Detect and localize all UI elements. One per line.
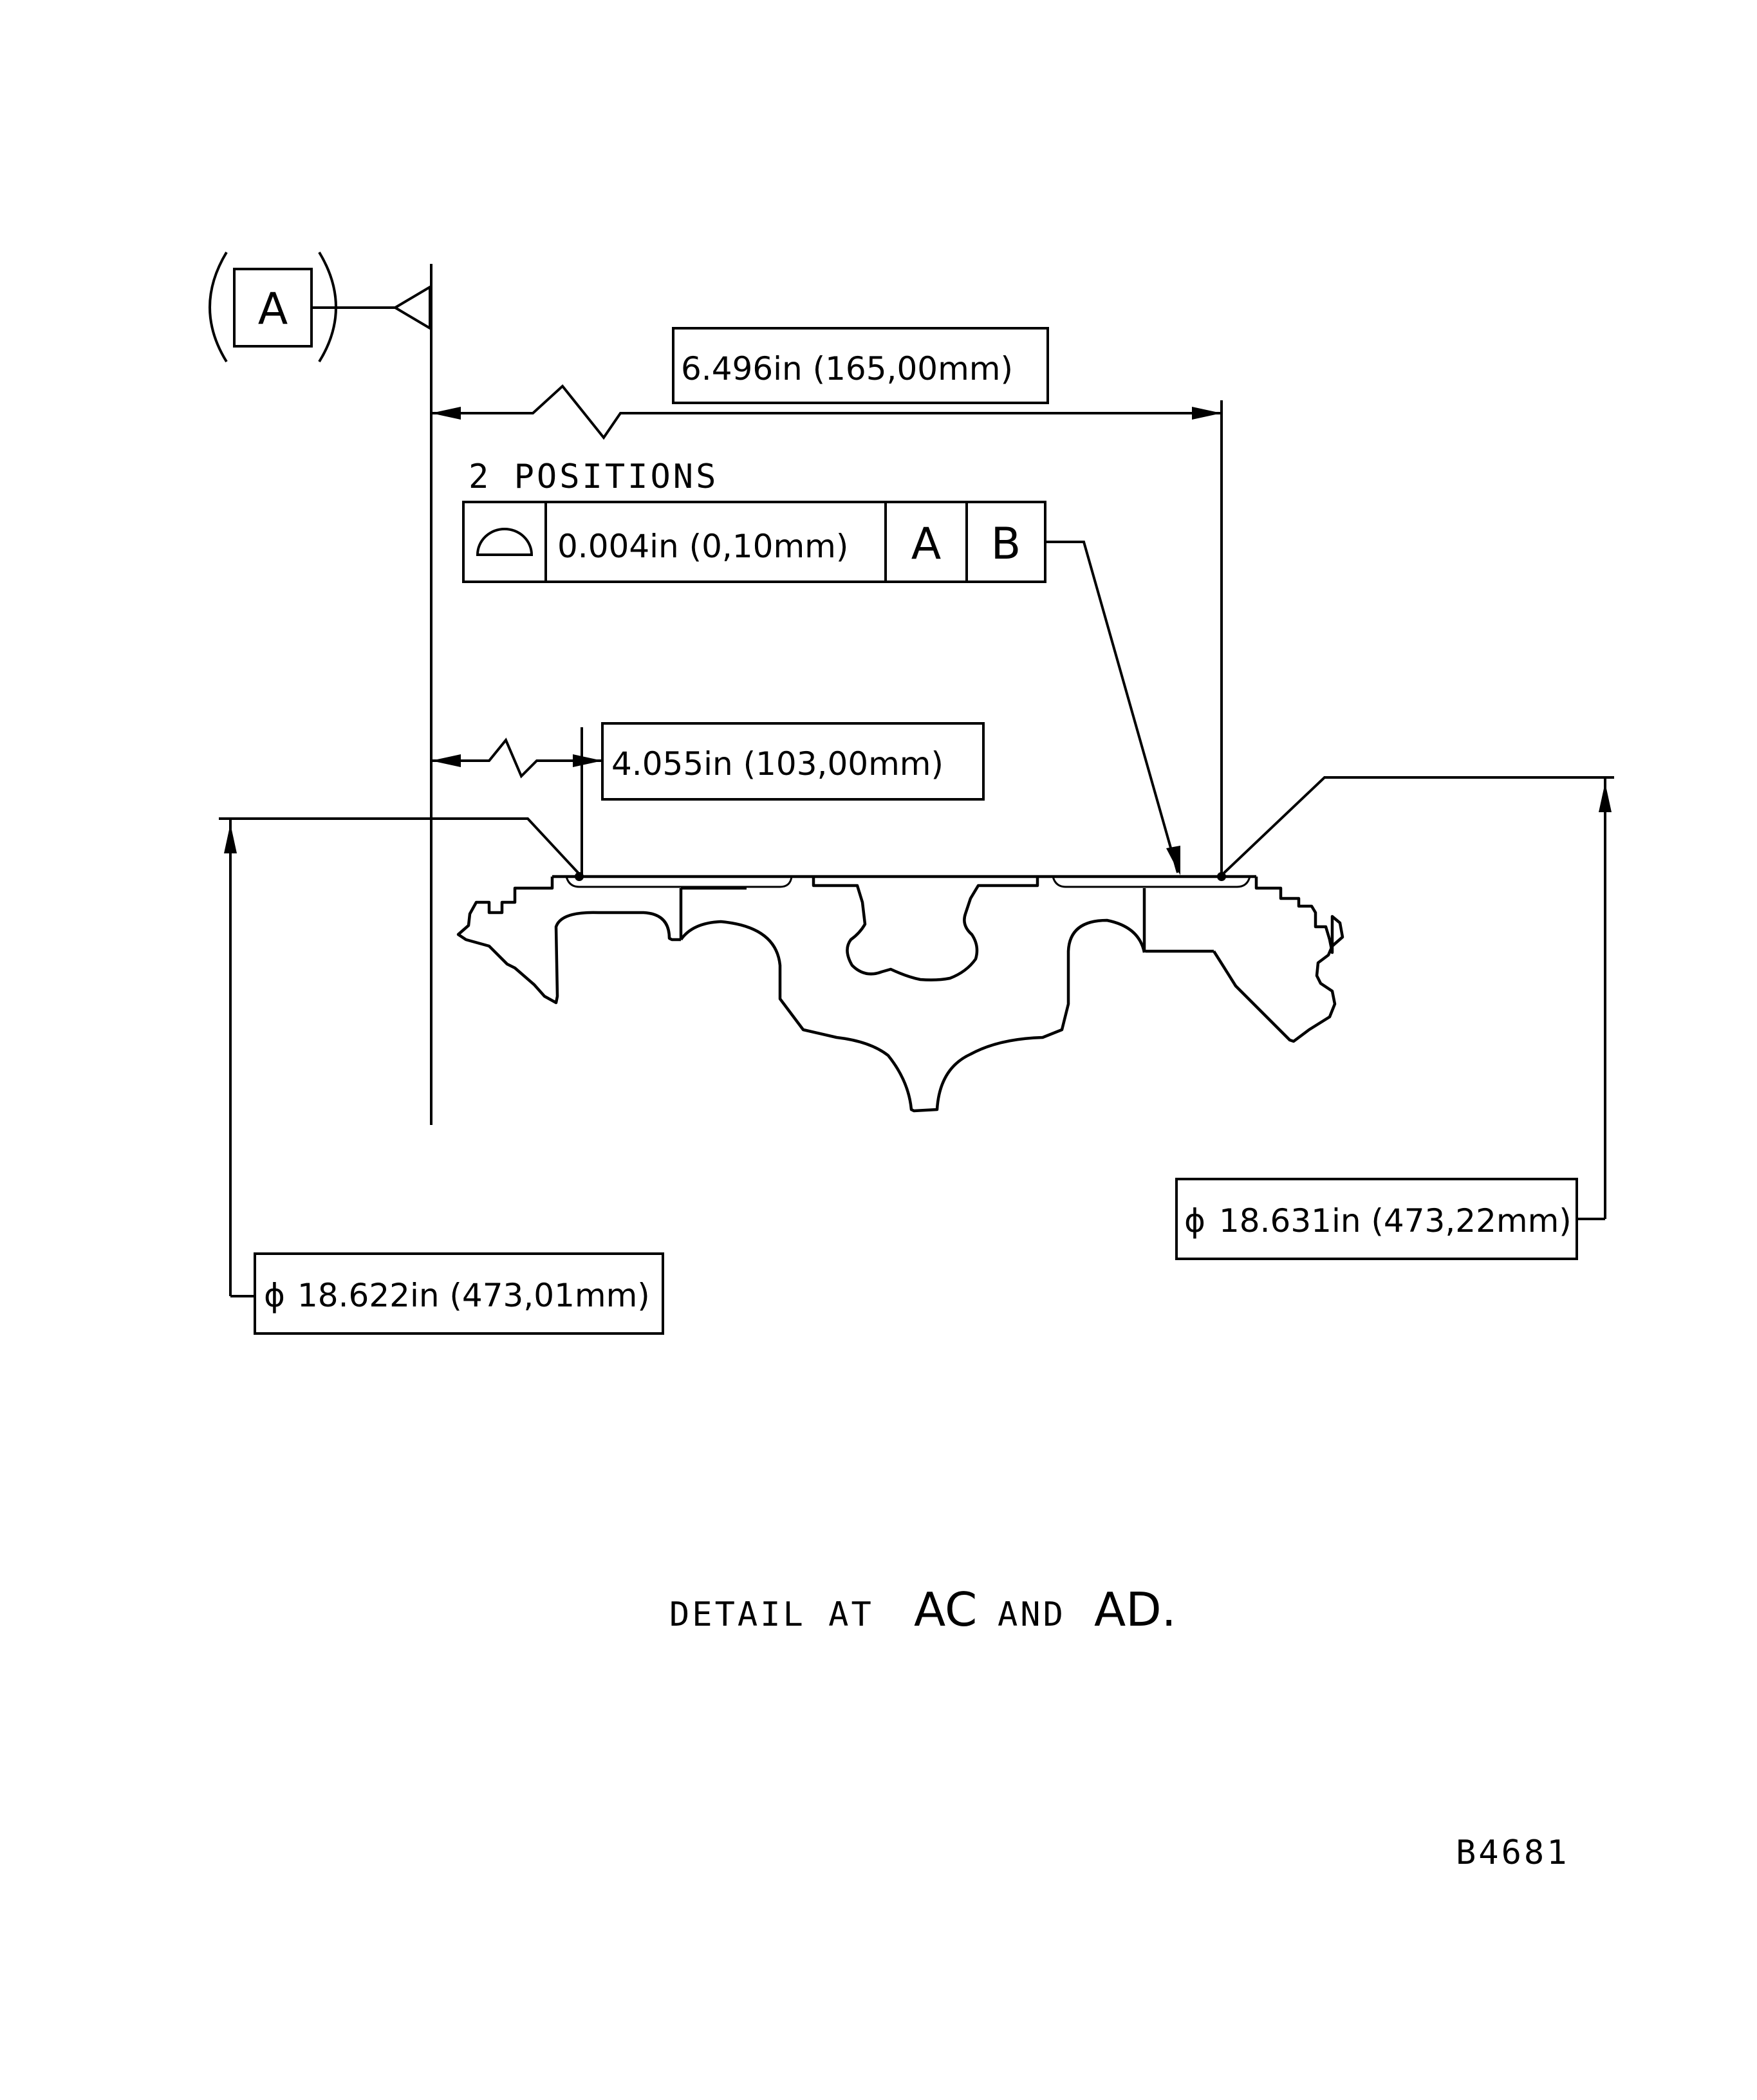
dimension-top: 6.496in (165,00mm) <box>431 327 1223 875</box>
datum-letter: A <box>258 284 288 335</box>
part-left-flange <box>456 877 681 1005</box>
diameter-right-symbol: ϕ <box>1184 1202 1205 1240</box>
tolerance-leader-arrow-icon <box>1166 846 1180 875</box>
drawing-number: B4681 <box>1456 1834 1570 1872</box>
diameter-left-leader <box>219 817 581 875</box>
dimension-top-label: 6.496in (165,00mm) <box>681 350 1013 387</box>
dimension-mid: 4.055in (103,00mm) <box>431 722 985 877</box>
dimension-top-box <box>672 327 1049 404</box>
dimension-mid-arrow-left-icon <box>431 754 461 767</box>
part-right-flange <box>1213 877 1344 1043</box>
caption-prefix: DETAIL AT <box>669 1595 874 1634</box>
part-cross-section <box>456 875 1344 1113</box>
dimension-mid-arrow-right-icon <box>573 754 602 767</box>
diameter-right-leader <box>1220 776 1614 877</box>
feature-control-frame: 0.004in (0,10mm) A B <box>462 501 1180 875</box>
profile-of-surface-icon <box>476 528 534 556</box>
dimension-top-arrow-right-icon <box>1192 407 1222 420</box>
diameter-left-symbol: ϕ <box>264 1277 285 1314</box>
part-center-groove <box>812 877 1039 981</box>
caption-first-detail: AC <box>914 1583 977 1637</box>
tolerance-note: 2 POSITIONS <box>469 458 718 496</box>
tolerance-value: 0.004in (0,10mm) <box>557 528 848 565</box>
diameter-right-arrow-icon <box>1599 783 1612 812</box>
diameter-right-dimension: ϕ 18.631in (473,22mm) <box>1175 776 1614 1260</box>
tolerance-leader <box>1045 541 1179 873</box>
tolerance-datum-b: B <box>991 519 1021 570</box>
part-center-body <box>680 918 1146 1113</box>
diameter-left-arrow-icon <box>224 824 237 853</box>
diameter-right-box <box>1175 1178 1578 1260</box>
datum-left-paren <box>209 251 228 363</box>
diameter-left-box <box>254 1252 664 1335</box>
dimension-top-line <box>431 384 1222 440</box>
datum-triangle-icon <box>393 284 431 331</box>
dimension-mid-label: 4.055in (103,00mm) <box>611 745 944 783</box>
dimension-mid-line <box>431 738 602 779</box>
caption-conjunction: AND <box>998 1595 1066 1634</box>
dimension-top-arrow-left-icon <box>431 407 461 420</box>
tolerance-datum-a: A <box>911 519 942 570</box>
diameter-left-dimension: ϕ 18.622in (473,01mm) <box>219 817 664 1335</box>
diameter-left-label: 18.622in (473,01mm) <box>297 1277 650 1314</box>
detail-caption: DETAIL AT AC AND AD. <box>669 1583 1176 1637</box>
datum-feature-symbol: A <box>209 251 431 363</box>
diameter-right-label: 18.631in (473,22mm) <box>1219 1202 1572 1240</box>
caption-second-detail: AD. <box>1094 1583 1176 1637</box>
